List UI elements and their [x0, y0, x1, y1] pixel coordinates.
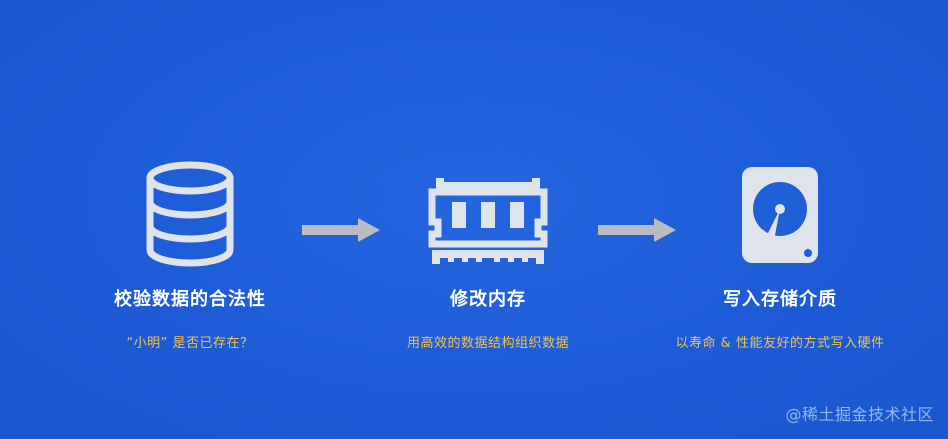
stage-description: 以寿命 & 性能友好的方式写入硬件: [675, 336, 885, 351]
stage-validate: 校验数据的合法性 “小明” 是否已存在？: [60, 0, 320, 439]
stage-description: “小明” 是否已存在？: [126, 336, 254, 351]
stage-write-storage: 写入存储介质 以寿命 & 性能友好的方式写入硬件: [650, 0, 910, 439]
hard-drive-icon: [742, 167, 818, 263]
database-icon: [146, 161, 234, 267]
stage-modify-memory: 修改内存 用高效的数据结构组织数据: [358, 0, 618, 439]
stage-title: 写入存储介质: [723, 289, 837, 310]
watermark: @稀土掘金技术社区: [785, 405, 934, 424]
arrow-right-icon: [302, 218, 380, 242]
memory-chip-icon: [428, 178, 548, 264]
arrow-right-icon: [598, 218, 676, 242]
stage-description: 用高效的数据结构组织数据: [406, 336, 569, 351]
stage-title: 校验数据的合法性: [114, 289, 266, 310]
stage-title: 修改内存: [450, 289, 526, 310]
